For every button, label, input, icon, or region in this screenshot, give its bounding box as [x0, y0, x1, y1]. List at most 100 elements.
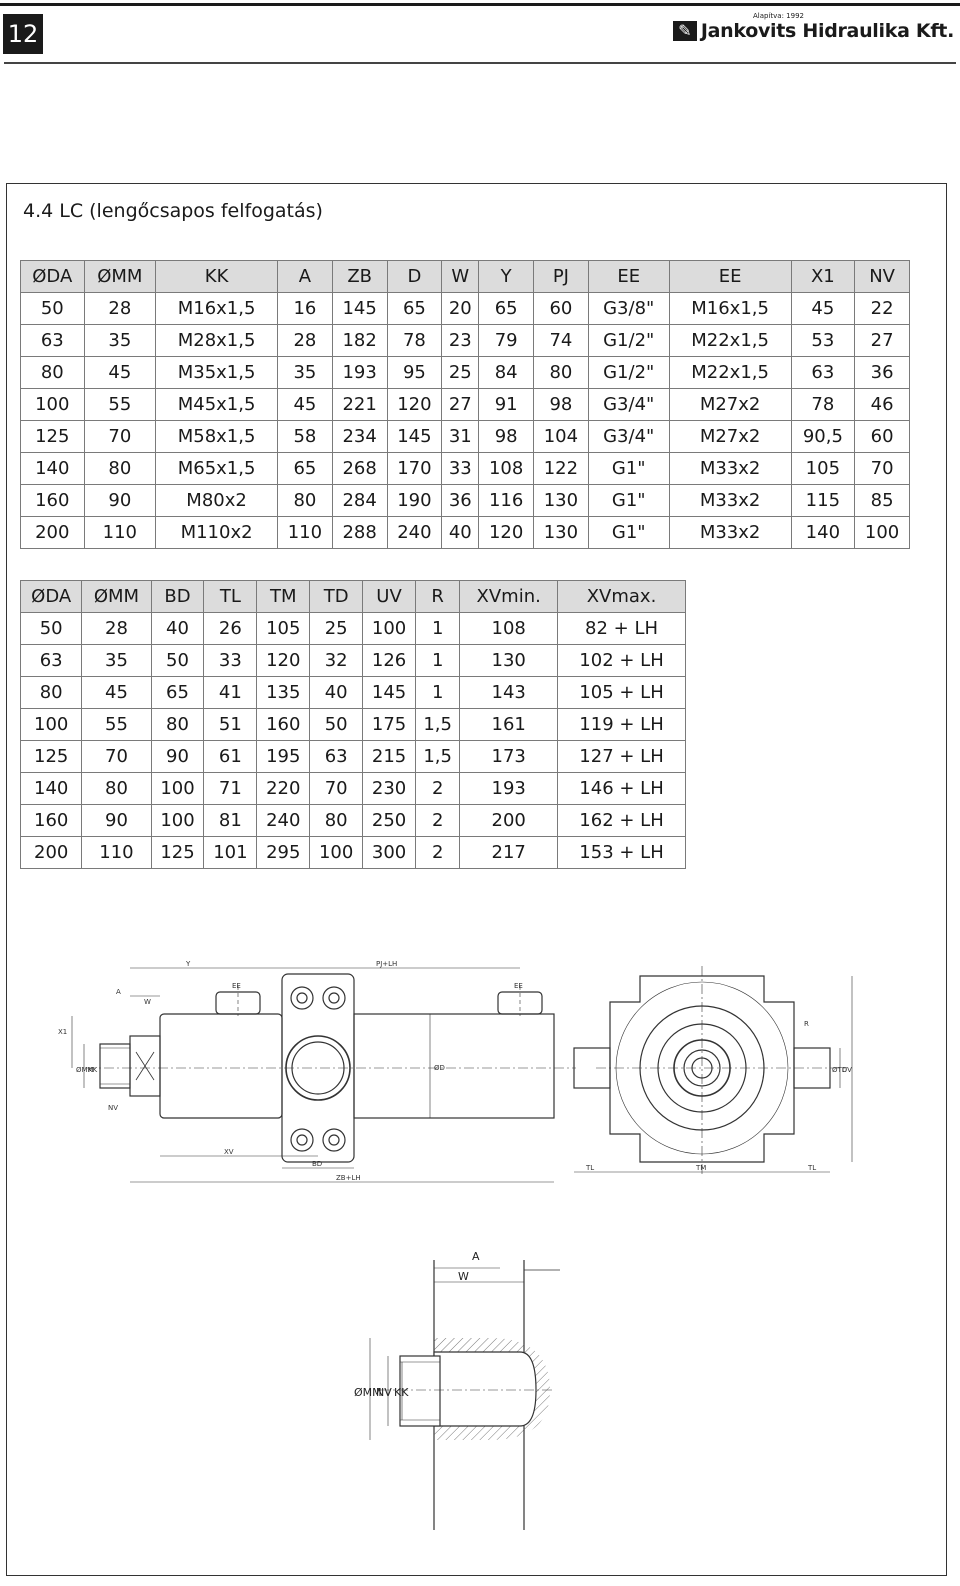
table-cell: 175	[362, 708, 416, 741]
column-header: TL	[203, 580, 258, 613]
content-frame	[6, 183, 947, 1576]
rod-end-detail-drawing: A W ØMM NV KK	[354, 1250, 560, 1530]
table-cell: 143	[459, 676, 559, 709]
label-pj-lh: PJ+LH	[376, 960, 397, 968]
table-cell: 45	[790, 292, 856, 325]
table-cell: 46	[854, 388, 910, 421]
table-cell: 195	[256, 740, 311, 773]
table-cell: 284	[331, 484, 388, 517]
table-cell: G1/2"	[587, 356, 670, 389]
table-cell: 145	[362, 676, 416, 709]
table-cell: 100	[150, 772, 205, 805]
label-kk: KK	[88, 1066, 98, 1074]
table-cell: 45	[81, 676, 152, 709]
table-cell: 65	[478, 292, 535, 325]
brand-logo-icon: ✎	[672, 21, 697, 41]
table-cell: 110	[81, 836, 152, 869]
table-cell: 36	[854, 356, 910, 389]
table-cell: 28	[81, 612, 152, 645]
table-cell: 36	[441, 484, 480, 517]
end-view-body	[609, 975, 795, 1163]
table-cell: 268	[331, 452, 388, 485]
barrel	[353, 1013, 555, 1119]
table-cell: 78	[386, 324, 443, 357]
table-cell: 125	[19, 740, 83, 773]
table-cell: 126	[362, 644, 416, 677]
table-cell: 25	[441, 356, 480, 389]
table-cell: 27	[854, 324, 910, 357]
label-x1: X1	[58, 1028, 67, 1036]
label-zb-lh: ZB+LH	[336, 1174, 361, 1182]
column-header: ØDA	[20, 260, 85, 293]
table-cell: 125	[150, 836, 205, 869]
table-cell: 35	[81, 644, 152, 677]
table-cell: M35x1,5	[155, 356, 279, 389]
table-cell: 102 + LH	[557, 644, 686, 677]
brand-row: ✎ Jankovits Hidraulika Kft.	[672, 20, 954, 42]
table-cell: 55	[83, 388, 157, 421]
table-cell: 60	[854, 420, 910, 453]
table-cell: 116	[478, 484, 535, 517]
table-cell: 95	[386, 356, 443, 389]
table-cell: G1"	[587, 452, 670, 485]
table-cell: 65	[277, 452, 333, 485]
table-cell: M16x1,5	[155, 292, 279, 325]
table-cell: M27x2	[668, 388, 792, 421]
table-cell: 82 + LH	[557, 612, 686, 645]
label-tm: TM	[695, 1164, 706, 1172]
column-header: ØMM	[83, 260, 157, 293]
table-cell: 104	[533, 420, 589, 453]
table-cell: 33	[441, 452, 480, 485]
table-cell: 153 + LH	[557, 836, 686, 869]
table-cell: 135	[256, 676, 311, 709]
column-header: ØDA	[19, 580, 83, 613]
table-cell: 250	[362, 804, 416, 837]
table-cell: 105	[256, 612, 311, 645]
table-cell: 105 + LH	[557, 676, 686, 709]
label-tl-right: TL	[807, 1164, 816, 1172]
table-cell: 1,5	[414, 740, 461, 773]
table-cell: 41	[203, 676, 258, 709]
label-td: ØTD	[832, 1066, 847, 1074]
table-cell: 120	[386, 388, 443, 421]
column-header: R	[414, 580, 461, 613]
table-cell: 20	[441, 292, 480, 325]
column-header: KK	[155, 260, 279, 293]
table-cell: 65	[386, 292, 443, 325]
column-header: Y	[478, 260, 535, 293]
label-r: R	[804, 1020, 809, 1028]
column-header: EE	[587, 260, 670, 293]
section-title: 4.4 LC (lengőcsapos felfogatás)	[23, 200, 323, 222]
detail-label-a: A	[472, 1250, 480, 1263]
table-cell: 74	[533, 324, 589, 357]
table-cell: 25	[309, 612, 364, 645]
table-cell: 101	[203, 836, 258, 869]
table-cell: 79	[478, 324, 535, 357]
table-cell: 80	[150, 708, 205, 741]
table-cell: 65	[150, 676, 205, 709]
table-cell: 33	[203, 644, 258, 677]
table-cell: 45	[277, 388, 333, 421]
table-cell: 31	[441, 420, 480, 453]
brand: Alapítva: 1992 ✎ Jankovits Hidraulika Kf…	[672, 12, 954, 42]
table-cell: 80	[277, 484, 333, 517]
table-cell: 122	[533, 452, 589, 485]
table-cell: 145	[331, 292, 388, 325]
table-cell: 100	[19, 708, 83, 741]
table-cell: 120	[256, 644, 311, 677]
table-cell: 127 + LH	[557, 740, 686, 773]
table-cell: 70	[81, 740, 152, 773]
table-cell: 190	[386, 484, 443, 517]
table-cell: G1"	[587, 516, 670, 549]
table-cell: 160	[256, 708, 311, 741]
table-cell: M65x1,5	[155, 452, 279, 485]
label-ee-front: EE	[232, 982, 241, 990]
table-cell: 100	[362, 612, 416, 645]
